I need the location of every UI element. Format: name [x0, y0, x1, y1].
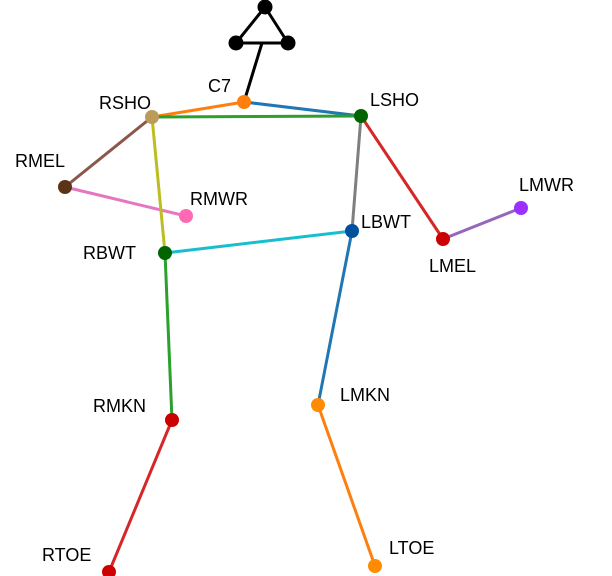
bone-rsho-rmel — [63, 115, 154, 189]
label-rmwr: RMWR — [190, 189, 248, 209]
bone-lmel-lmwr — [441, 206, 523, 241]
bones-layer — [63, 5, 523, 574]
joint-head-r — [280, 35, 296, 51]
joint-lsho — [354, 109, 368, 123]
joint-rbwt — [158, 246, 172, 260]
joint-c7 — [237, 95, 251, 109]
bone-rsho-lsho — [150, 114, 363, 119]
label-rsho: RSHO — [99, 93, 151, 113]
bone-lbwt-lmkn — [316, 229, 354, 407]
bone-c7-head_mid — [242, 41, 264, 104]
label-lsho: LSHO — [370, 90, 419, 110]
bone-rsho-rbwt — [150, 115, 167, 255]
bone-lsho-lbwt — [350, 114, 363, 233]
joint-rsho — [145, 110, 159, 124]
label-rmkn: RMKN — [93, 396, 146, 416]
label-lmel: LMEL — [429, 256, 476, 276]
joint-lmel — [436, 232, 450, 246]
joint-lbwt — [345, 224, 359, 238]
bone-rmel-rmwr — [63, 185, 188, 218]
label-lmwr: LMWR — [519, 175, 574, 195]
label-rmel: RMEL — [15, 151, 65, 171]
label-ltoe: LTOE — [389, 538, 434, 558]
bone-lsho-lmel — [359, 114, 445, 241]
bone-head_top-head_l — [234, 5, 267, 45]
joint-head-top — [257, 0, 273, 15]
bone-rbwt-lbwt — [163, 229, 354, 255]
bone-rbwt-rmkn — [163, 251, 174, 422]
joints-layer — [58, 0, 528, 576]
label-lbwt: LBWT — [361, 212, 411, 232]
bone-rmkn-rtoe — [107, 418, 174, 574]
joint-head-l — [228, 35, 244, 51]
label-c7: C7 — [208, 76, 231, 96]
joint-ltoe — [368, 559, 382, 573]
label-lmkn: LMKN — [340, 385, 390, 405]
joint-lmkn — [311, 398, 325, 412]
joint-rmwr — [179, 209, 193, 223]
joint-rmkn — [165, 413, 179, 427]
label-rbwt: RBWT — [83, 243, 136, 263]
label-rtoe: RTOE — [42, 545, 91, 565]
bone-c7-rsho — [150, 100, 246, 119]
joint-rtoe — [102, 565, 116, 576]
joint-rmel — [58, 180, 72, 194]
bone-c7-lsho — [242, 100, 363, 118]
bone-lmkn-ltoe — [316, 403, 377, 568]
joint-lmwr — [514, 201, 528, 215]
